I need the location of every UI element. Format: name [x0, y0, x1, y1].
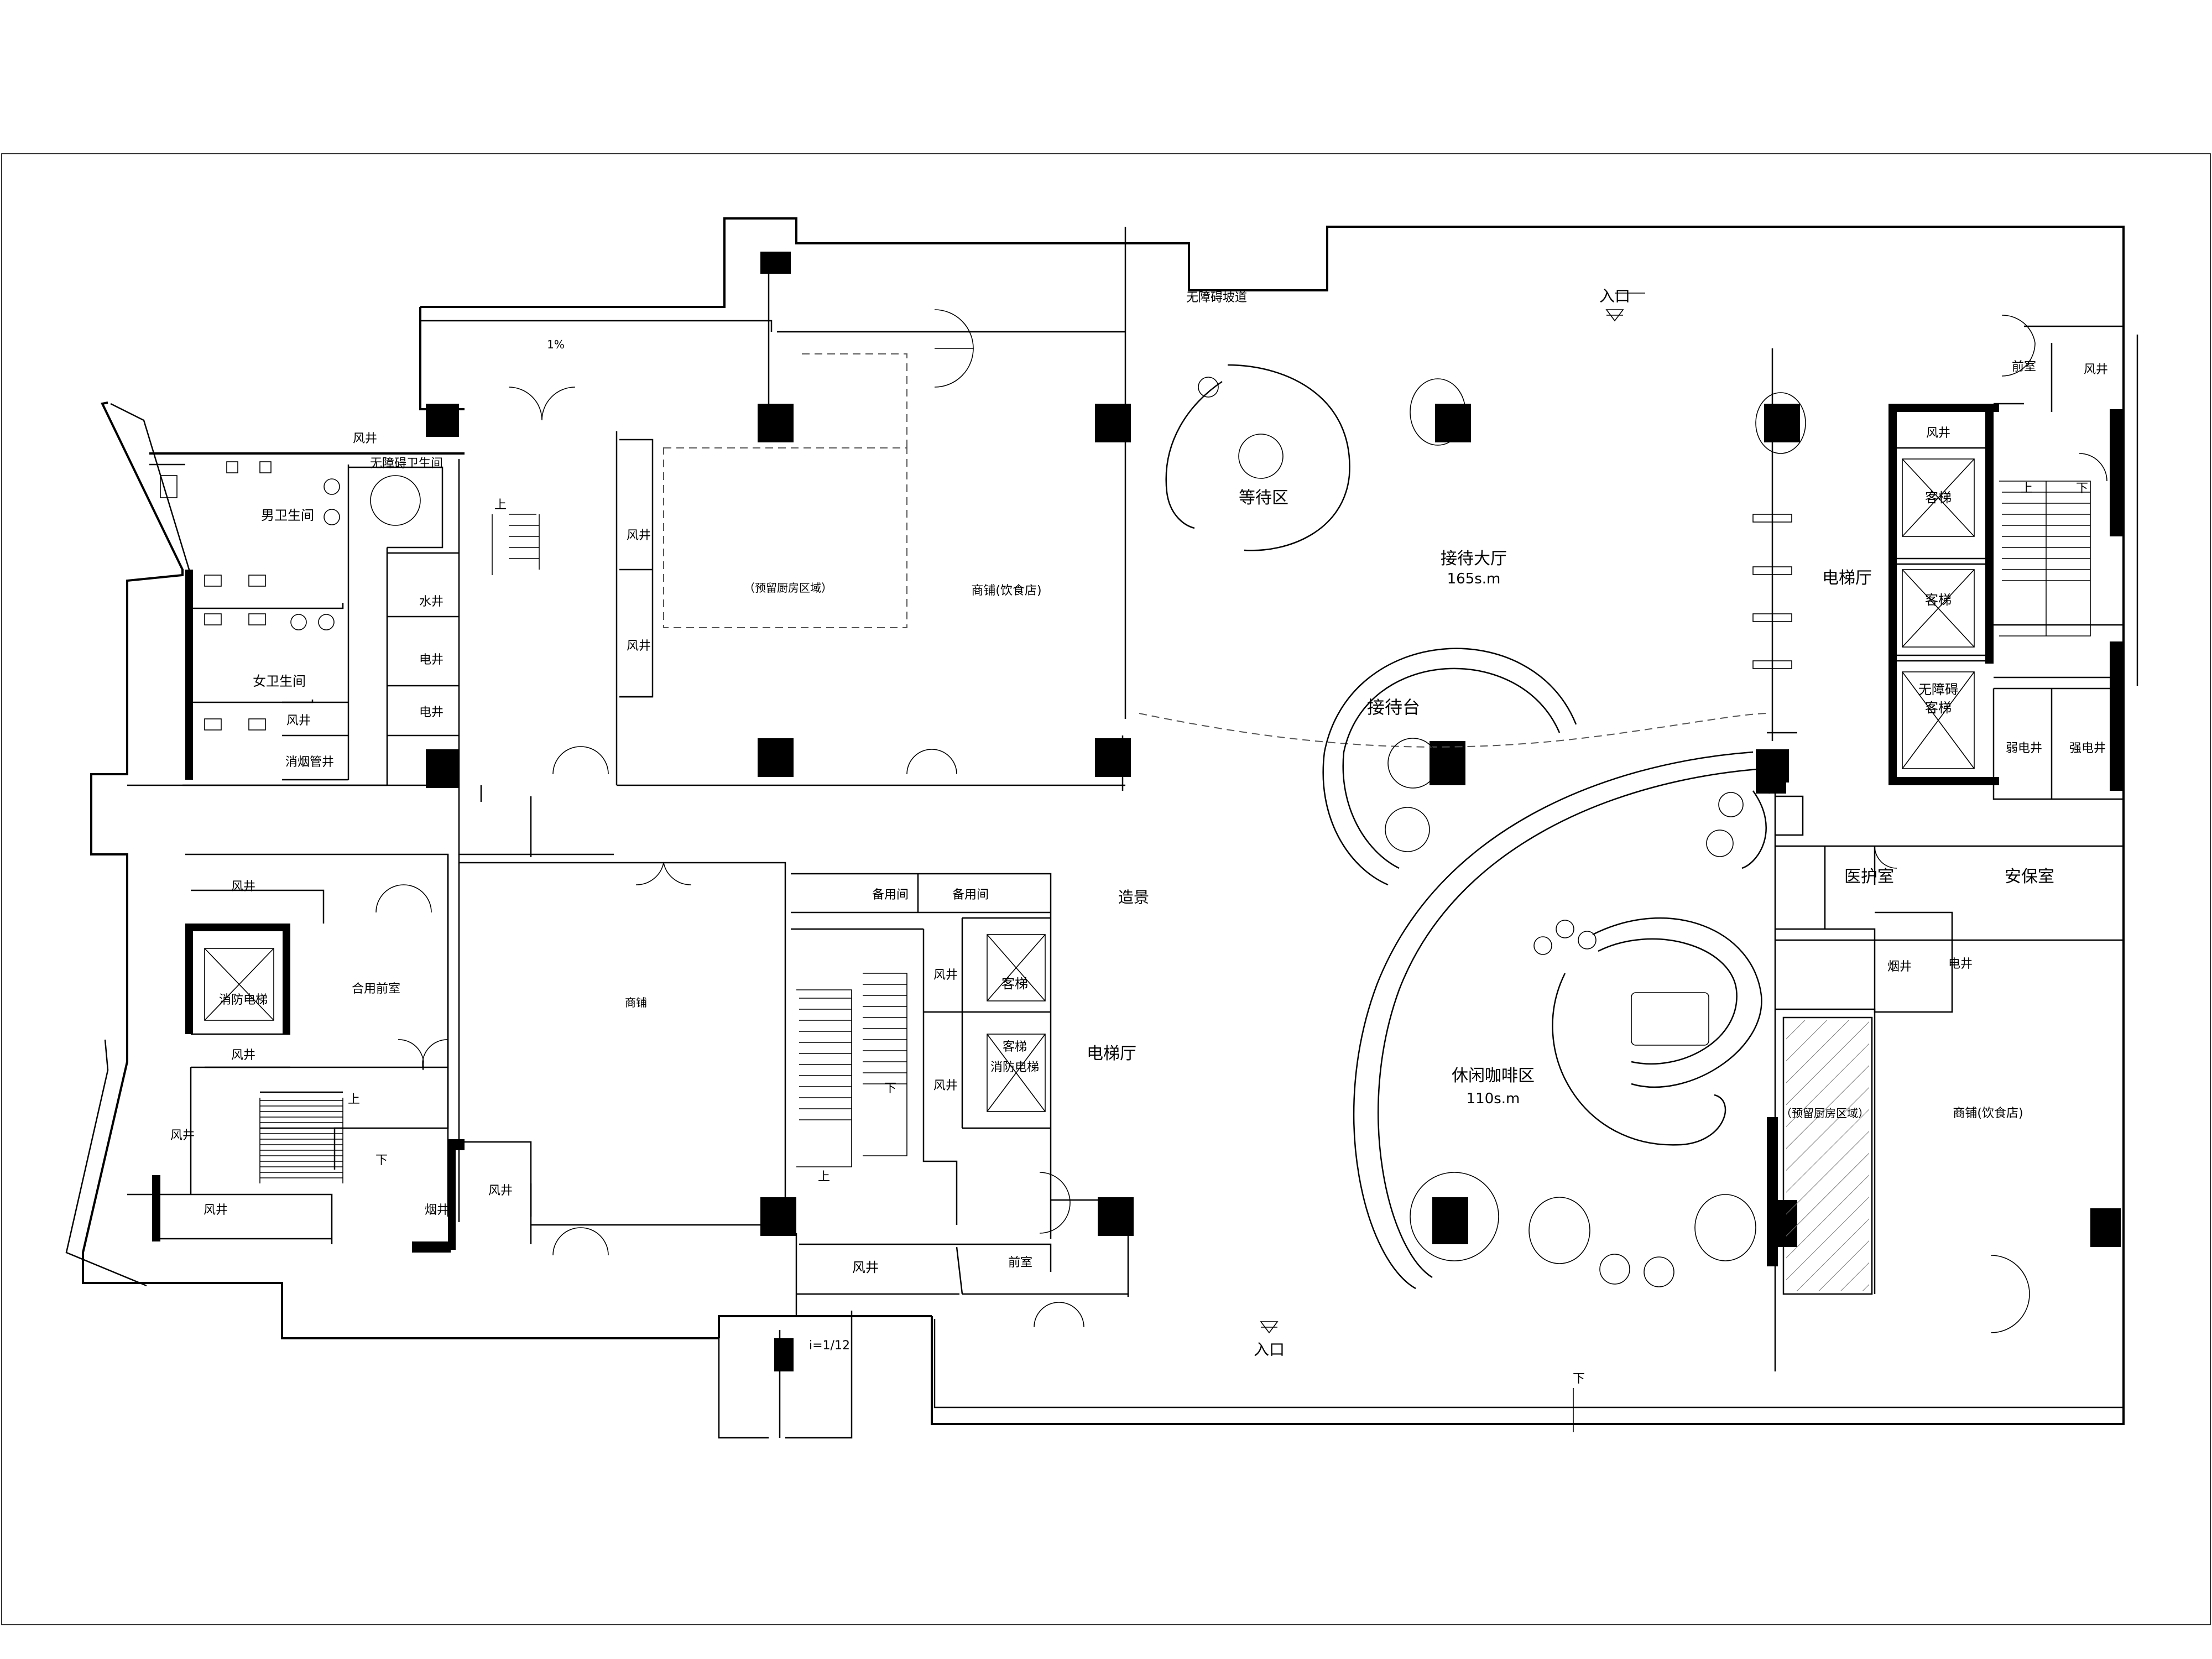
label-passenger-fire-lift-2: 消防电梯	[990, 1061, 1039, 1074]
down-arrow-3: 下	[2076, 482, 2088, 495]
waiting-sofa	[1165, 364, 1350, 551]
label-spare-room-2: 备用间	[952, 888, 989, 902]
label-shaft-left-4: 风井	[204, 1203, 228, 1217]
restroom-fixtures	[160, 461, 421, 731]
label-shaft-sw: 风井	[488, 1184, 513, 1198]
label-cafe-area-size: 110s.m	[1467, 1091, 1520, 1107]
label-elec-shaft-1: 电井	[419, 653, 444, 667]
label-shop-food-bottom: 商铺(饮食店)	[1953, 1107, 2023, 1120]
doors	[375, 309, 2107, 1333]
stairs	[259, 481, 2091, 1183]
room-labels: 男卫生间 女卫生间 无障碍卫生间 风井 水井 电井 电井 风井 消烟管井 风井 …	[170, 360, 2108, 1275]
up-arrow-4: 上	[2021, 482, 2033, 495]
label-elevator-hall-center: 电梯厅	[1087, 1044, 1136, 1063]
label-cafe-area: 休闲咖啡区	[1452, 1066, 1535, 1086]
label-reserved-kitchen-top: （预留厨房区域）	[744, 581, 832, 594]
label-reception-hall-area: 165s.m	[1447, 571, 1501, 587]
label-reserved-kitchen-bottom: （预留厨房区域）	[1781, 1107, 1869, 1120]
right-core-walls	[1756, 325, 2125, 1371]
label-womens-restroom: 女卫生间	[253, 674, 306, 689]
label-shop-food-top: 商铺(饮食店)	[971, 584, 1041, 598]
stair-core-right	[1999, 481, 2091, 637]
reception-desk-curve	[1322, 648, 1577, 886]
label-lift-r1: 客梯	[1925, 490, 1952, 505]
annotations: 1% 无障碍坡道 入口 入口 i=1/12 上 上 上 上 下 下 下 下	[348, 287, 2088, 1386]
label-lift-r3a: 无障碍	[1918, 682, 1958, 697]
center-walls	[458, 227, 1129, 1316]
label-shop-center: 商铺	[625, 996, 647, 1009]
label-shaft-nw: 风井	[353, 432, 377, 446]
up-arrow-1: 上	[494, 498, 507, 512]
label-medical-room: 医护室	[1844, 867, 1894, 886]
label-security-room: 安保室	[2005, 867, 2054, 886]
down-arrow-4: 下	[1573, 1372, 1585, 1386]
down-arrow-2: 下	[884, 1082, 896, 1095]
entrance-top: 入口	[1599, 287, 1630, 305]
label-elec-shaft-2: 电井	[419, 706, 444, 719]
label-shared-lobby: 合用前室	[352, 982, 400, 996]
label-shaft-mid-2: 风井	[627, 639, 651, 653]
label-shaft-left-2: 风井	[231, 1048, 255, 1062]
label-shaft-right-core: 风井	[1926, 426, 1950, 440]
label-waiting-area: 等待区	[1239, 488, 1288, 508]
label-fire-elevator: 消防电梯	[219, 993, 268, 1007]
label-mens-restroom: 男卫生间	[261, 508, 314, 523]
left-core-walls	[127, 452, 766, 1253]
label-shaft-mid-1: 风井	[627, 529, 651, 542]
label-elec-shaft-r: 电井	[1948, 957, 1973, 971]
label-strong-elec-shaft: 强电井	[2069, 742, 2106, 755]
label-shaft-right-top: 风井	[2084, 363, 2108, 377]
label-front-room-bottom: 前室	[1008, 1256, 1032, 1270]
label-smoke-shaft-r: 烟井	[1887, 960, 1912, 974]
down-arrow-1: 下	[375, 1154, 388, 1167]
label-lift-r3b: 客梯	[1925, 700, 1952, 716]
label-accessible-restroom: 无障碍卫生间	[370, 457, 443, 471]
slope-percent: 1%	[547, 338, 565, 351]
label-smoke-shaft-sw: 烟井	[425, 1203, 449, 1217]
columns	[426, 252, 2121, 1371]
label-elevator-hall-right: 电梯厅	[1822, 568, 1872, 588]
label-shaft-left-1: 风井	[231, 880, 255, 894]
label-lift-r2: 客梯	[1925, 592, 1952, 608]
label-shaft-restroom: 风井	[286, 714, 311, 728]
round-tables	[1385, 378, 1806, 1287]
label-shaft-bottom: 风井	[852, 1260, 879, 1275]
label-reception-desk: 接待台	[1367, 697, 1420, 718]
cafe-curve	[1353, 751, 1771, 1290]
entrance-bottom: 入口	[1254, 1340, 1285, 1359]
label-landscape: 造景	[1118, 888, 1149, 906]
label-passenger-fire-lift-1: 客梯	[1003, 1040, 1027, 1054]
label-shaft-core-2: 风井	[933, 1079, 958, 1093]
up-arrow-3: 上	[818, 1170, 830, 1184]
label-spare-room-1: 备用间	[872, 888, 909, 902]
label-shaft-left-3: 风井	[170, 1129, 195, 1142]
elevator-boxes	[204, 458, 1975, 1112]
up-arrow-2: 上	[348, 1093, 360, 1107]
label-smoke-shaft-fire: 消烟管井	[285, 755, 334, 769]
elevator-hall-benches	[1752, 514, 1792, 669]
label-shaft-core-1: 风井	[933, 968, 958, 982]
accessible-ramp: 无障碍坡道	[1186, 291, 1247, 305]
stair-core-center	[796, 973, 907, 1167]
label-front-room-right: 前室	[2012, 360, 2036, 374]
stair-core-left	[259, 1098, 343, 1183]
cafe-bar-counter	[1552, 917, 1762, 1146]
label-passenger-lift-core: 客梯	[1001, 976, 1028, 992]
ramp-ratio: i=1/12	[809, 1339, 850, 1353]
label-water-shaft: 水井	[419, 595, 444, 609]
reserved-area-outlines	[663, 353, 1770, 748]
drawing-frame	[1, 153, 2211, 1625]
label-weak-elec-shaft: 弱电井	[2006, 742, 2042, 755]
label-reception-hall: 接待大厅	[1441, 549, 1507, 568]
entrance-arrow-icons	[1260, 293, 1645, 1432]
